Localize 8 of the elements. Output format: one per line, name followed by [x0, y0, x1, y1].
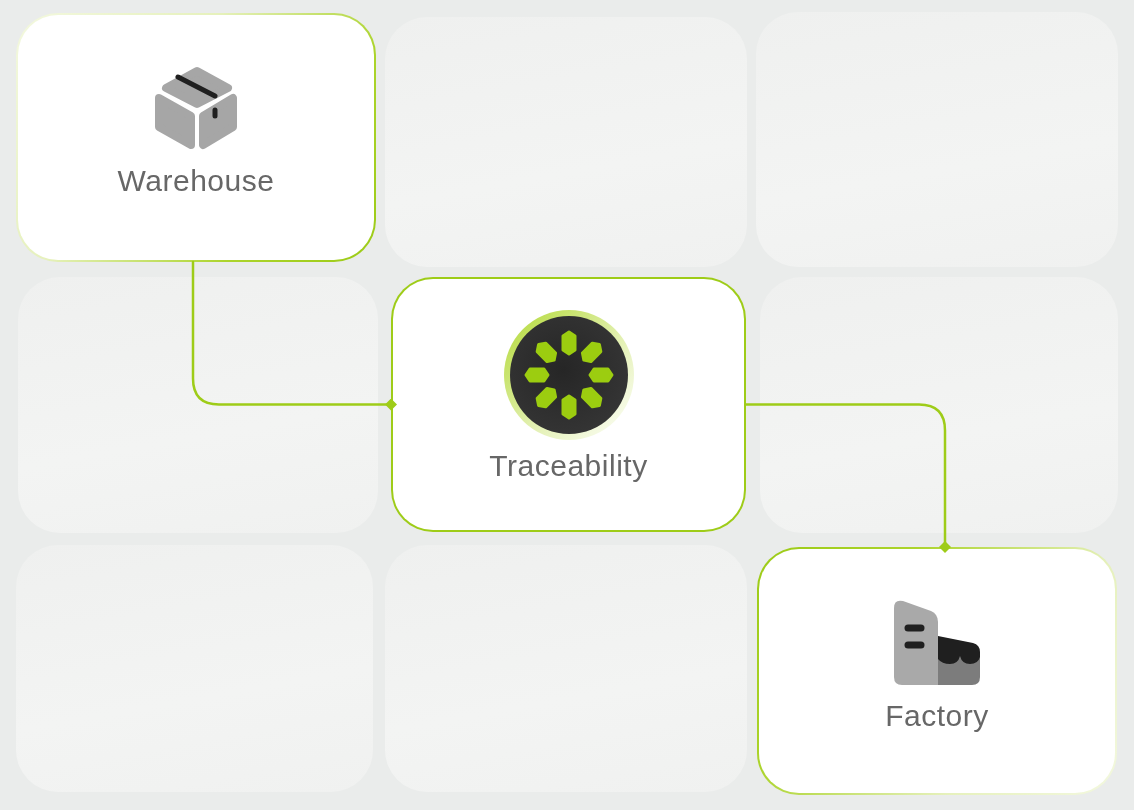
- connector: [191, 260, 397, 411]
- node-label: Warehouse: [117, 162, 275, 199]
- node-card: [757, 547, 1117, 795]
- node-label: Traceability: [489, 447, 648, 484]
- node-label: Factory: [885, 697, 989, 734]
- connector: [744, 403, 951, 553]
- node-card: [16, 13, 376, 262]
- node-card: [391, 277, 746, 532]
